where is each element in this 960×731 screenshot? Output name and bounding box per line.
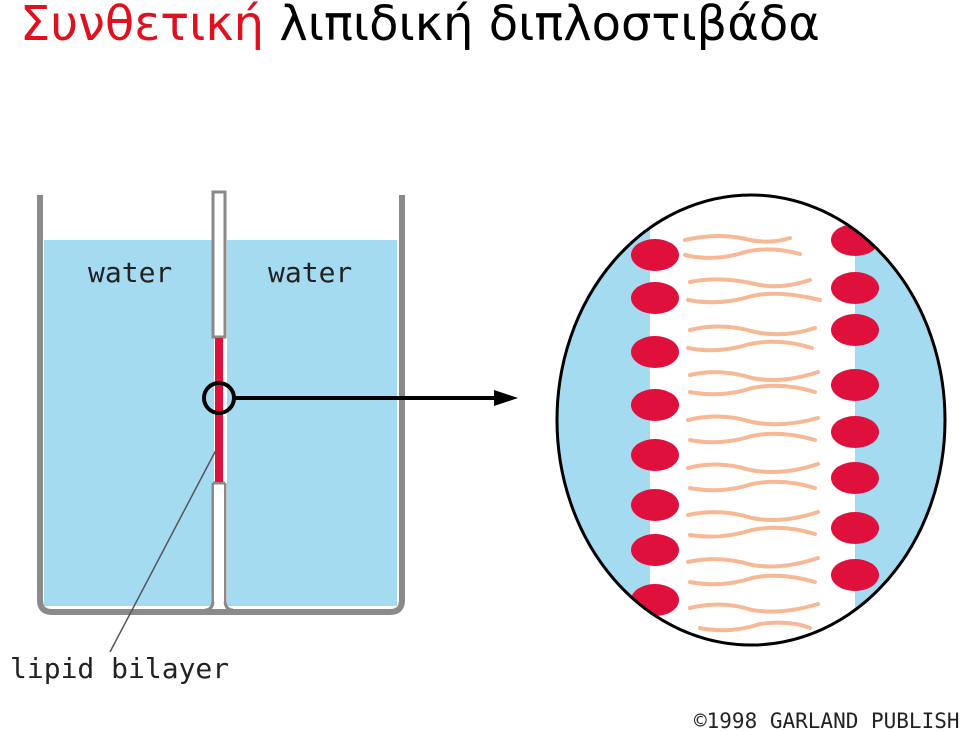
- lipid-heads-left: [631, 239, 679, 616]
- beaker: [37, 190, 518, 653]
- lipid-tails: [683, 234, 822, 633]
- title-accent: Συνθετική: [20, 0, 265, 52]
- divider-upper: [211, 190, 227, 339]
- copyright-label: ©1998 GARLAND PUBLISHING: [694, 709, 960, 731]
- membrane-bilayer: [215, 338, 223, 482]
- divider-lower-fill: [214, 482, 224, 602]
- water-right-compartment: [227, 240, 397, 606]
- water-right-label: water: [268, 256, 352, 289]
- zoom-circle-outline: [555, 193, 947, 647]
- zoom-view: [557, 195, 945, 645]
- divider-lower: [204, 483, 234, 612]
- beaker-outline: [37, 195, 405, 615]
- title-rest: λιπιδική διπλοστιβάδα: [279, 0, 820, 52]
- label-pointer-line: [109, 449, 217, 653]
- water-left-label: water: [88, 256, 172, 289]
- lipid-bilayer-label: lipid bilayer: [10, 652, 229, 685]
- arrow-head: [494, 390, 518, 406]
- page-title: Συνθετική λιπιδική διπλοστιβάδα: [20, 0, 820, 52]
- water-left-compartment: [44, 240, 214, 606]
